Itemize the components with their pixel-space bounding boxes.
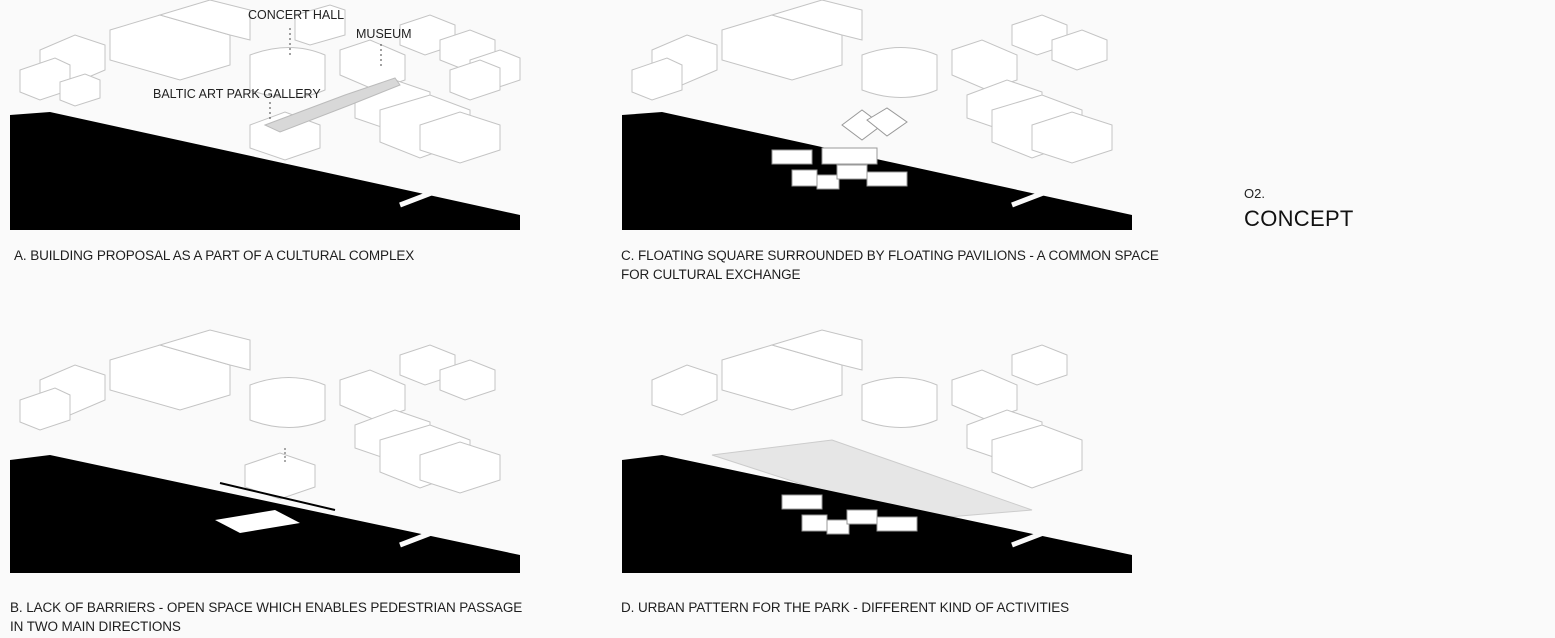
river xyxy=(622,112,1132,230)
diagram-c xyxy=(612,0,1142,240)
section-number: O2. xyxy=(1244,186,1265,201)
context-buildings xyxy=(19,329,501,500)
label-concert-hall: CONCERT HALL xyxy=(248,8,344,22)
bridge xyxy=(399,519,461,548)
diagram-d xyxy=(612,305,1142,575)
context-buildings xyxy=(19,0,521,164)
bridge xyxy=(399,179,461,208)
caption-c: C. FLOATING SQUARE SURROUNDED BY FLOATIN… xyxy=(621,248,1159,282)
bridge xyxy=(1011,179,1073,208)
river xyxy=(10,112,520,230)
floating-pavilions xyxy=(781,494,918,535)
label-museum: MUSEUM xyxy=(356,27,412,41)
caption-a: A. BUILDING PROPOSAL AS A PART OF A CULT… xyxy=(14,248,415,263)
diagram-b xyxy=(0,305,530,575)
context-buildings xyxy=(651,329,1083,489)
caption-d: D. URBAN PATTERN FOR THE PARK - DIFFEREN… xyxy=(621,600,1070,615)
open-square xyxy=(215,510,300,533)
context-buildings xyxy=(631,0,1113,164)
section-title: CONCEPT xyxy=(1244,206,1354,231)
caption-b: B. LACK OF BARRIERS - OPEN SPACE WHICH E… xyxy=(10,600,523,634)
bridge xyxy=(1011,519,1073,548)
floating-pavilions xyxy=(771,107,908,190)
passage-arrow xyxy=(219,482,336,511)
diagram-a: CONCERT HALL MUSEUM BALTIC ART PARK GALL… xyxy=(0,0,530,240)
label-gallery: BALTIC ART PARK GALLERY xyxy=(153,87,321,101)
gallery-site xyxy=(263,77,401,133)
